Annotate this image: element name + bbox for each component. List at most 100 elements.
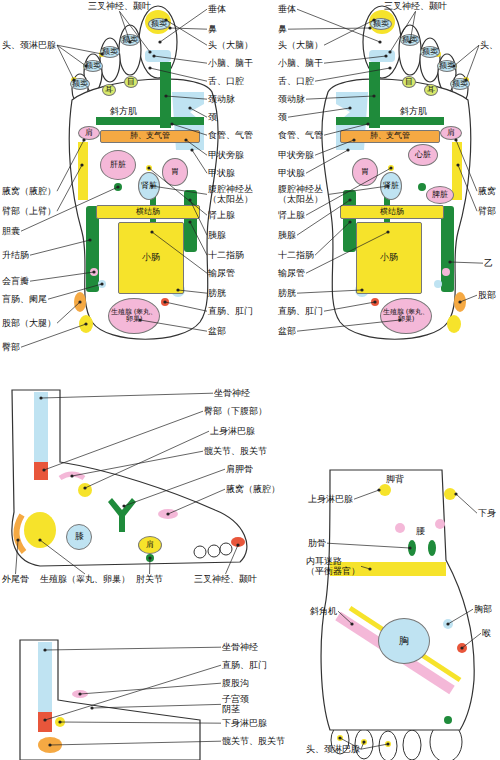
leader-dot [373, 300, 376, 303]
part-label: 直肠、肛门 [222, 660, 267, 670]
reflex-zone: 目 [124, 76, 138, 88]
part-label: 脚背 [386, 474, 404, 484]
leader-line [165, 302, 207, 311]
leader-line [85, 431, 209, 488]
leader-line [454, 45, 479, 66]
reflex-zone: 额窦 [437, 60, 457, 72]
reflex-zone: 生殖腺 (睾丸、卵巢) [108, 298, 160, 334]
leader-line [170, 28, 207, 29]
leader-line [149, 558, 151, 574]
leader-line [297, 9, 380, 42]
trigeminal-zone [231, 537, 245, 547]
leader-dot [458, 300, 461, 303]
leader-line [329, 186, 388, 194]
part-label: 斜角机 [310, 606, 337, 616]
reflex-zone: 肾脏 [380, 172, 402, 200]
part-label: 颈动脉 [208, 94, 235, 104]
hip-zone [60, 474, 84, 478]
leader-line [57, 45, 74, 80]
reflex-zone: 小肠 [118, 222, 184, 294]
leader-line [57, 140, 84, 191]
zone-text: 脾脏 [432, 191, 448, 199]
zone-text: 横结肠 [380, 208, 404, 216]
reflex-zone: 额窦 [450, 78, 470, 90]
part-label: 垂体 [278, 4, 296, 14]
leader-dot [386, 230, 389, 233]
part-label: 小脑、脑干 [278, 58, 323, 68]
inner-side-group [12, 390, 247, 566]
part-label: 下身淋巴腺 [222, 718, 267, 728]
zone-text: 额窦 [72, 80, 88, 88]
zone-text: 肝脏 [110, 161, 126, 169]
part-label: 肾上腺 [278, 210, 305, 220]
part-label: 鼻 [208, 24, 217, 34]
part-label: 甲状腺 [278, 168, 305, 178]
reflex-zone: 额窦 [83, 60, 103, 72]
zone-text: 额窦 [452, 80, 468, 88]
zone-text: 耳 [427, 86, 435, 94]
part-label: 盆部 [278, 326, 296, 336]
zone-text: 肺、支气管 [130, 132, 170, 140]
zone-text: 生殖腺 (睾丸、卵巢) [381, 309, 431, 324]
toe-outline [100, 38, 120, 82]
leader-line [160, 9, 207, 42]
leader-line [324, 124, 368, 135]
leader-dot [372, 94, 375, 97]
part-label: 膀胱 [208, 288, 226, 298]
toe-outline [119, 25, 141, 75]
leader-dot [184, 138, 187, 141]
foot-top-group [321, 470, 474, 760]
zone-text: 额窦 [402, 36, 418, 44]
reflex-zone: 小肠 [356, 222, 422, 294]
leader-line [190, 222, 207, 255]
reflex-zone: 额窦 [148, 18, 170, 30]
reflex-zone: 生殖腺 (睾丸、卵巢) [380, 298, 432, 334]
leader-line [166, 96, 207, 99]
leader-line [45, 647, 221, 650]
part-label: 下身 [478, 508, 496, 518]
leader-dot [148, 556, 151, 559]
zone-text: 额窦 [122, 36, 138, 44]
part-label: 腹腔神经丛 （太阳丛） [278, 184, 328, 205]
reflex-zone: 耳 [424, 84, 438, 96]
leader-dot [460, 646, 463, 649]
leader-dot [43, 718, 46, 721]
leader-dot [83, 486, 86, 489]
leader-dot [70, 474, 73, 477]
leader-line [450, 262, 483, 263]
part-label: 直肠、肛门 [278, 306, 323, 316]
leader-line [315, 222, 350, 255]
zone-text: 小肠 [380, 253, 398, 262]
part-label: 胰腺 [208, 230, 226, 240]
leader-line [57, 45, 86, 66]
part-label: 舌、口腔 [208, 76, 244, 86]
zone-text: 额窦 [373, 20, 389, 28]
leader-line [44, 411, 203, 470]
leader-line [48, 284, 102, 299]
leader-dot [72, 78, 75, 81]
leader-dot [360, 288, 363, 291]
leader-line [458, 165, 477, 211]
leader-dot [398, 318, 401, 321]
leader-line [390, 11, 416, 52]
leader-dot [84, 64, 87, 67]
leader-line [288, 28, 370, 29]
part-label: 甲状旁腺 [278, 150, 314, 160]
leader-dot [388, 66, 391, 69]
leader-line [168, 489, 225, 514]
leader-dot [372, 18, 375, 21]
waist-zone [435, 519, 445, 529]
leader-dot [378, 40, 381, 43]
scalene-zone [338, 616, 452, 690]
part-label: 上身淋巴腺 [308, 494, 353, 504]
part-label: 头、颈淋巴腺 [2, 40, 56, 50]
waist-zone [395, 523, 405, 533]
part-label: 肋骨 [308, 538, 326, 548]
leader-line [60, 722, 221, 723]
part-label: 肾上腺 [208, 210, 235, 220]
leader-line [192, 150, 207, 173]
lymph-zone [55, 717, 65, 727]
part-label: 肩胛骨 [226, 464, 253, 474]
leader-line [57, 302, 80, 323]
part-label: 坐骨神经 [214, 388, 250, 398]
